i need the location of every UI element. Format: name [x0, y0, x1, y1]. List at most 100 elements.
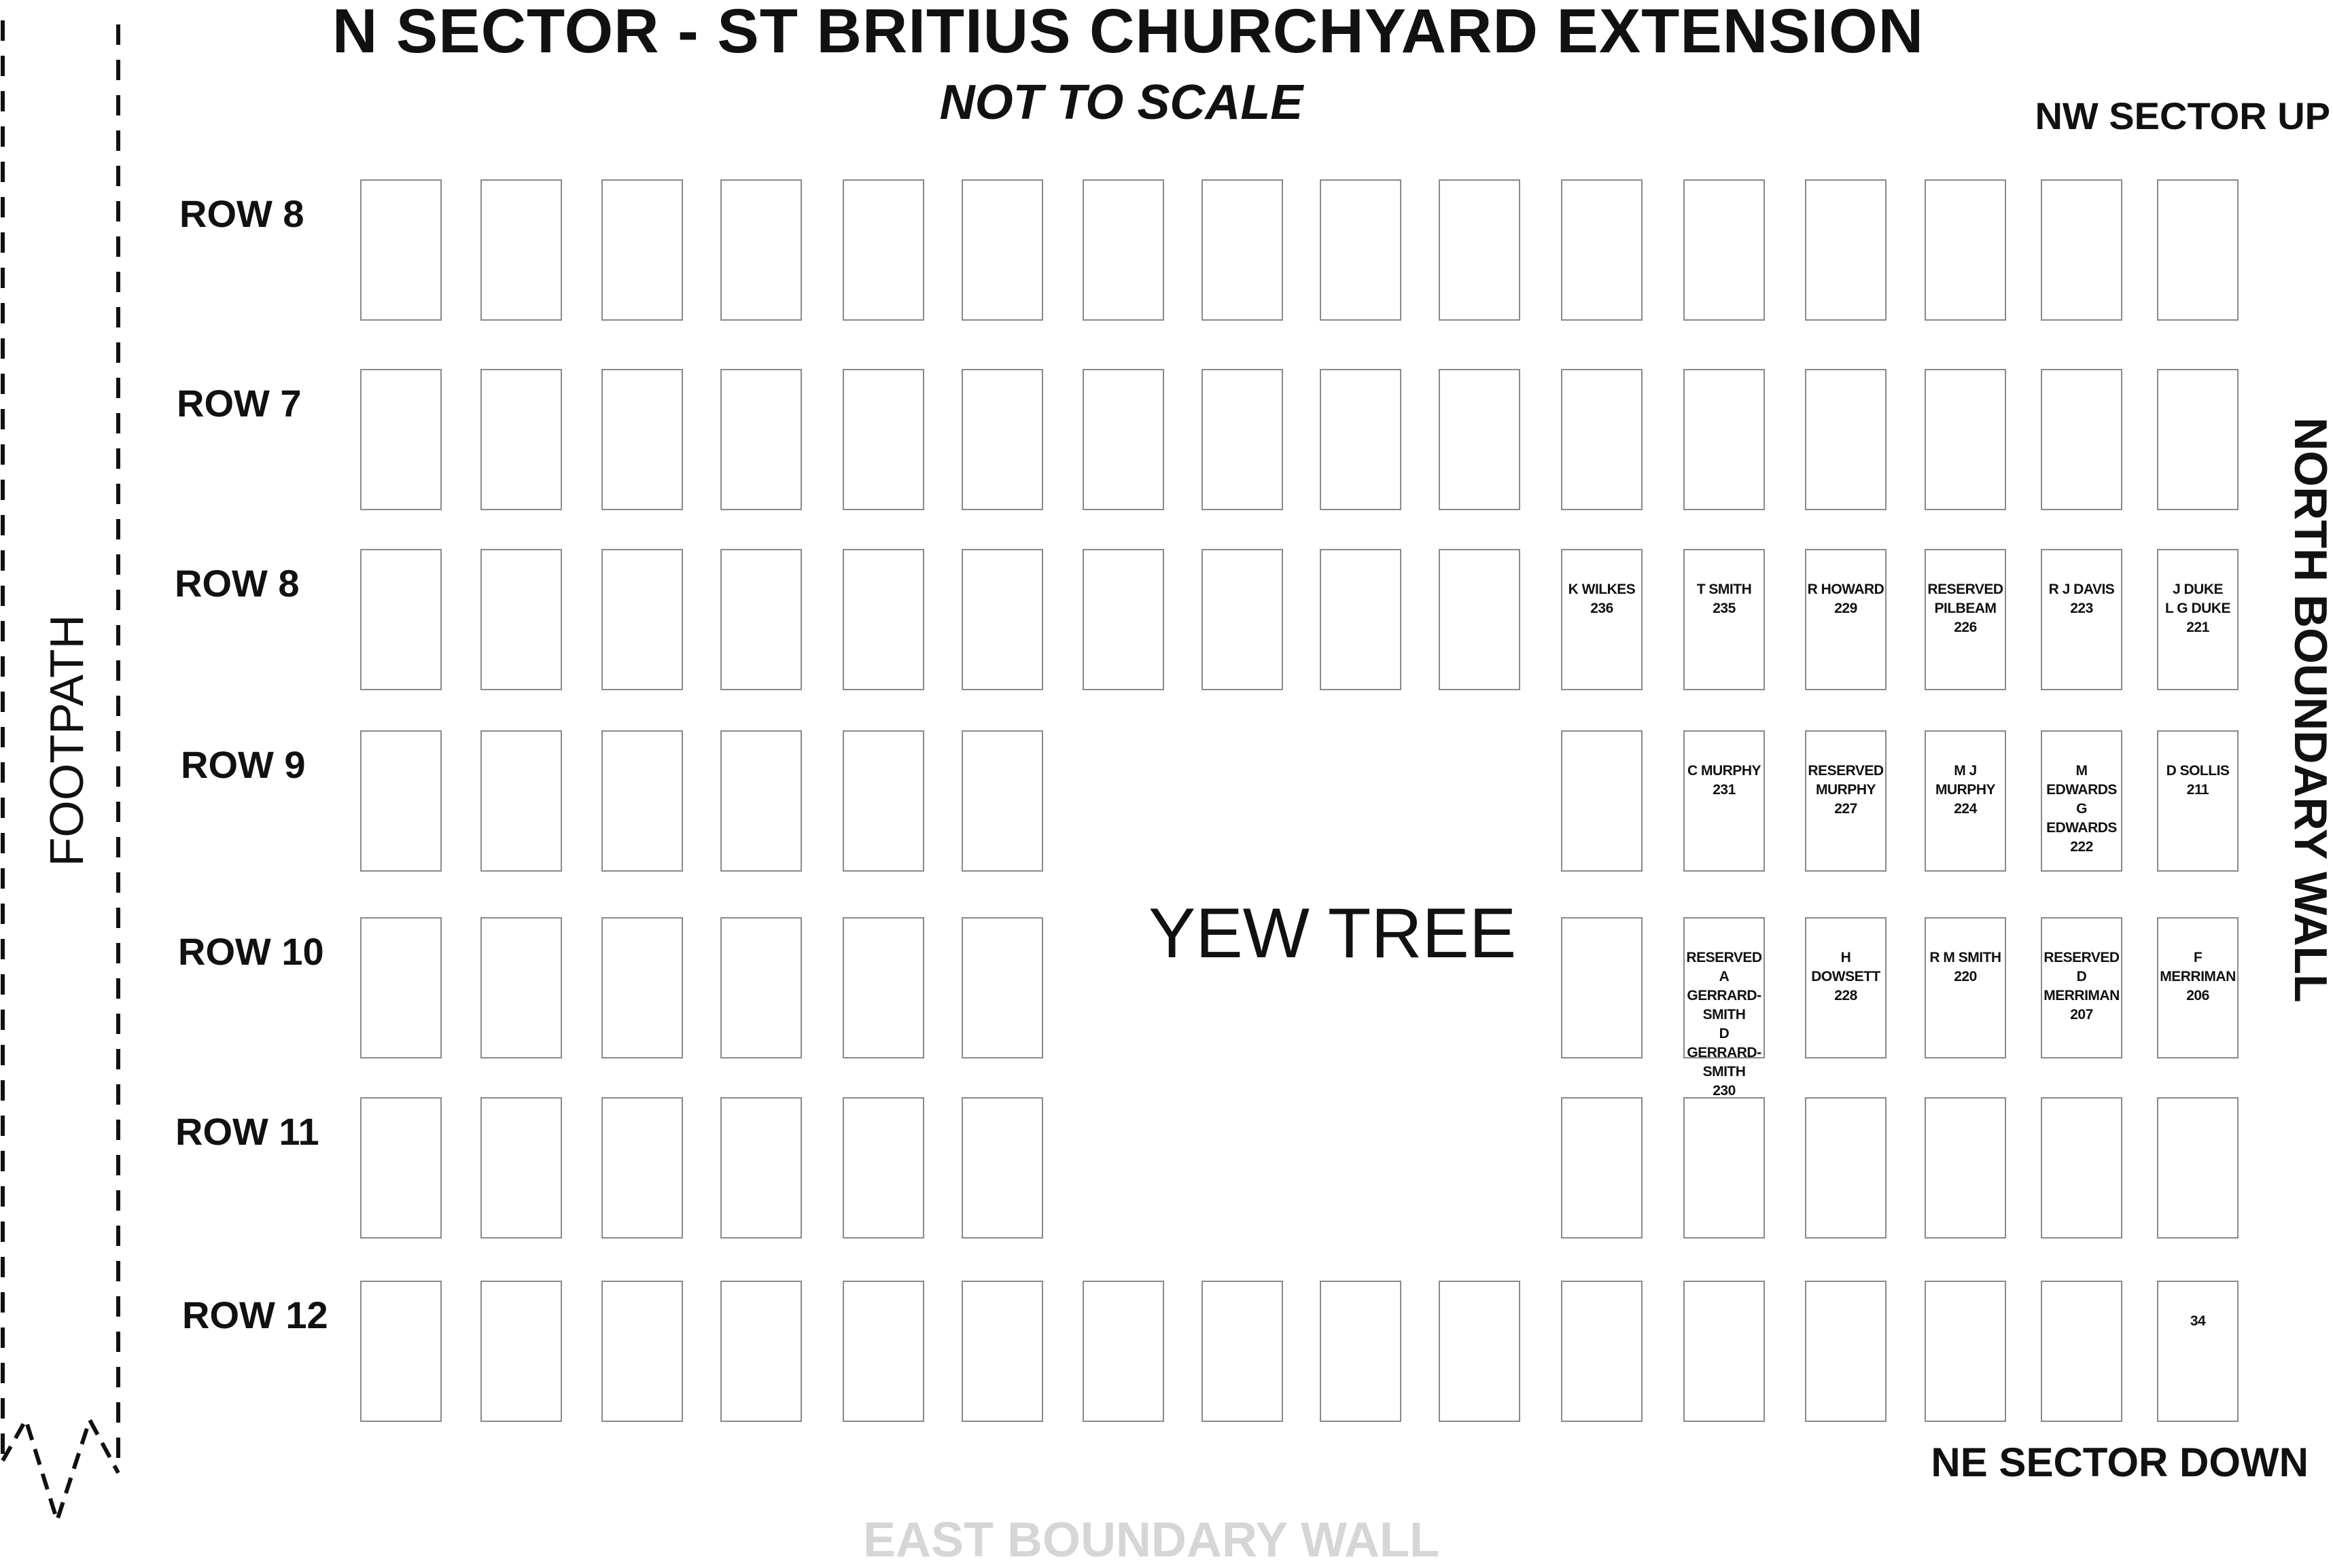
- grave-plot[interactable]: [843, 179, 924, 321]
- grave-plot[interactable]: [601, 1281, 683, 1422]
- grave-plot[interactable]: [360, 179, 442, 321]
- grave-plot[interactable]: [843, 730, 924, 872]
- grave-plot[interactable]: RESERVED PILBEAM 226: [1925, 549, 2006, 690]
- grave-plot[interactable]: [843, 1097, 924, 1239]
- grave-plot[interactable]: [1683, 179, 1765, 321]
- grave-plot[interactable]: [2157, 369, 2239, 510]
- grave-plot[interactable]: [962, 1281, 1043, 1422]
- grave-plot[interactable]: [962, 369, 1043, 510]
- grave-plot[interactable]: [1805, 369, 1887, 510]
- grave-plot[interactable]: [1561, 1281, 1643, 1422]
- ne-sector-link[interactable]: NE SECTOR DOWN: [1931, 1440, 2309, 1485]
- grave-plot[interactable]: RESERVED D MERRIMAN 207: [2041, 917, 2122, 1058]
- grave-plot[interactable]: [1439, 369, 1520, 510]
- grave-plot[interactable]: [720, 1097, 802, 1239]
- grave-plot[interactable]: [1805, 1097, 1887, 1239]
- grave-plot[interactable]: [1201, 1281, 1283, 1422]
- grave-plot[interactable]: [720, 179, 802, 321]
- grave-plot[interactable]: [843, 1281, 924, 1422]
- grave-plot[interactable]: [1925, 1281, 2006, 1422]
- grave-plot[interactable]: [843, 549, 924, 690]
- grave-plot[interactable]: [1201, 369, 1283, 510]
- grave-plot[interactable]: RESERVED A GERRARD-SMITH D GERRARD-SMITH…: [1683, 917, 1765, 1099]
- grave-plot[interactable]: R HOWARD 229: [1805, 549, 1887, 690]
- grave-plot[interactable]: R J DAVIS 223: [2041, 549, 2122, 690]
- grave-plot[interactable]: [1201, 179, 1283, 321]
- grave-plot[interactable]: [962, 1097, 1043, 1239]
- grave-plot[interactable]: [1561, 369, 1643, 510]
- grave-plot[interactable]: [1683, 369, 1765, 510]
- grave-plot[interactable]: [2157, 179, 2239, 321]
- grave-plot[interactable]: [962, 179, 1043, 321]
- grave-plot[interactable]: [360, 1097, 442, 1239]
- grave-plot[interactable]: [601, 179, 683, 321]
- grave-plot[interactable]: [1320, 369, 1401, 510]
- grave-plot[interactable]: [480, 917, 562, 1058]
- grave-plot[interactable]: [2157, 1097, 2239, 1239]
- grave-plot[interactable]: [2041, 179, 2122, 321]
- grave-plot[interactable]: M EDWARDS G EDWARDS 222: [2041, 730, 2122, 872]
- grave-plot[interactable]: [2041, 1097, 2122, 1239]
- grave-plot[interactable]: [962, 730, 1043, 872]
- grave-plot[interactable]: J DUKE L G DUKE 221: [2157, 549, 2239, 690]
- grave-plot[interactable]: [1320, 179, 1401, 321]
- grave-plot[interactable]: [360, 917, 442, 1058]
- grave-plot[interactable]: [360, 369, 442, 510]
- grave-plot[interactable]: [1561, 730, 1643, 872]
- grave-plot[interactable]: [360, 1281, 442, 1422]
- grave-plot[interactable]: [1925, 1097, 2006, 1239]
- grave-plot[interactable]: T SMITH 235: [1683, 549, 1765, 690]
- grave-plot[interactable]: [601, 369, 683, 510]
- grave-plot[interactable]: [720, 730, 802, 872]
- grave-plot[interactable]: [1925, 369, 2006, 510]
- grave-plot[interactable]: R M SMITH 220: [1925, 917, 2006, 1058]
- grave-plot[interactable]: D SOLLIS 211: [2157, 730, 2239, 872]
- grave-plot[interactable]: [2041, 369, 2122, 510]
- grave-plot[interactable]: [601, 917, 683, 1058]
- grave-plot[interactable]: [1320, 1281, 1401, 1422]
- grave-plot[interactable]: [480, 179, 562, 321]
- grave-plot[interactable]: [1083, 179, 1164, 321]
- grave-plot[interactable]: [1683, 1097, 1765, 1239]
- grave-plot[interactable]: [720, 369, 802, 510]
- grave-plot[interactable]: [360, 730, 442, 872]
- grave-plot[interactable]: [1201, 549, 1283, 690]
- grave-plot[interactable]: [843, 917, 924, 1058]
- grave-plot[interactable]: [1439, 1281, 1520, 1422]
- grave-plot[interactable]: [1561, 917, 1643, 1058]
- grave-plot[interactable]: [480, 1097, 562, 1239]
- grave-plot[interactable]: H DOWSETT 228: [1805, 917, 1887, 1058]
- grave-plot[interactable]: [1083, 1281, 1164, 1422]
- grave-plot[interactable]: F MERRIMAN 206: [2157, 917, 2239, 1058]
- grave-plot[interactable]: [1320, 549, 1401, 690]
- grave-plot[interactable]: [1439, 179, 1520, 321]
- grave-plot[interactable]: [1805, 179, 1887, 321]
- grave-plot[interactable]: [1683, 1281, 1765, 1422]
- grave-plot[interactable]: [601, 549, 683, 690]
- grave-plot[interactable]: [480, 1281, 562, 1422]
- grave-plot[interactable]: M J MURPHY 224: [1925, 730, 2006, 872]
- grave-plot[interactable]: RESERVED MURPHY 227: [1805, 730, 1887, 872]
- grave-plot[interactable]: C MURPHY 231: [1683, 730, 1765, 872]
- grave-plot[interactable]: [962, 549, 1043, 690]
- grave-plot[interactable]: [843, 369, 924, 510]
- grave-plot[interactable]: [1083, 549, 1164, 690]
- grave-plot[interactable]: [1083, 369, 1164, 510]
- grave-plot[interactable]: [720, 917, 802, 1058]
- grave-plot[interactable]: [601, 1097, 683, 1239]
- grave-plot[interactable]: [1439, 549, 1520, 690]
- grave-plot[interactable]: [1925, 179, 2006, 321]
- grave-plot[interactable]: [480, 549, 562, 690]
- grave-plot[interactable]: [720, 549, 802, 690]
- grave-plot[interactable]: K WILKES 236: [1561, 549, 1643, 690]
- grave-plot[interactable]: [1561, 1097, 1643, 1239]
- grave-plot[interactable]: [1805, 1281, 1887, 1422]
- grave-plot[interactable]: [480, 369, 562, 510]
- nw-sector-link[interactable]: NW SECTOR UP: [2035, 94, 2330, 137]
- grave-plot[interactable]: [962, 917, 1043, 1058]
- grave-plot[interactable]: [720, 1281, 802, 1422]
- grave-plot[interactable]: [480, 730, 562, 872]
- grave-plot[interactable]: 34: [2157, 1281, 2239, 1422]
- grave-plot[interactable]: [360, 549, 442, 690]
- grave-plot[interactable]: [601, 730, 683, 872]
